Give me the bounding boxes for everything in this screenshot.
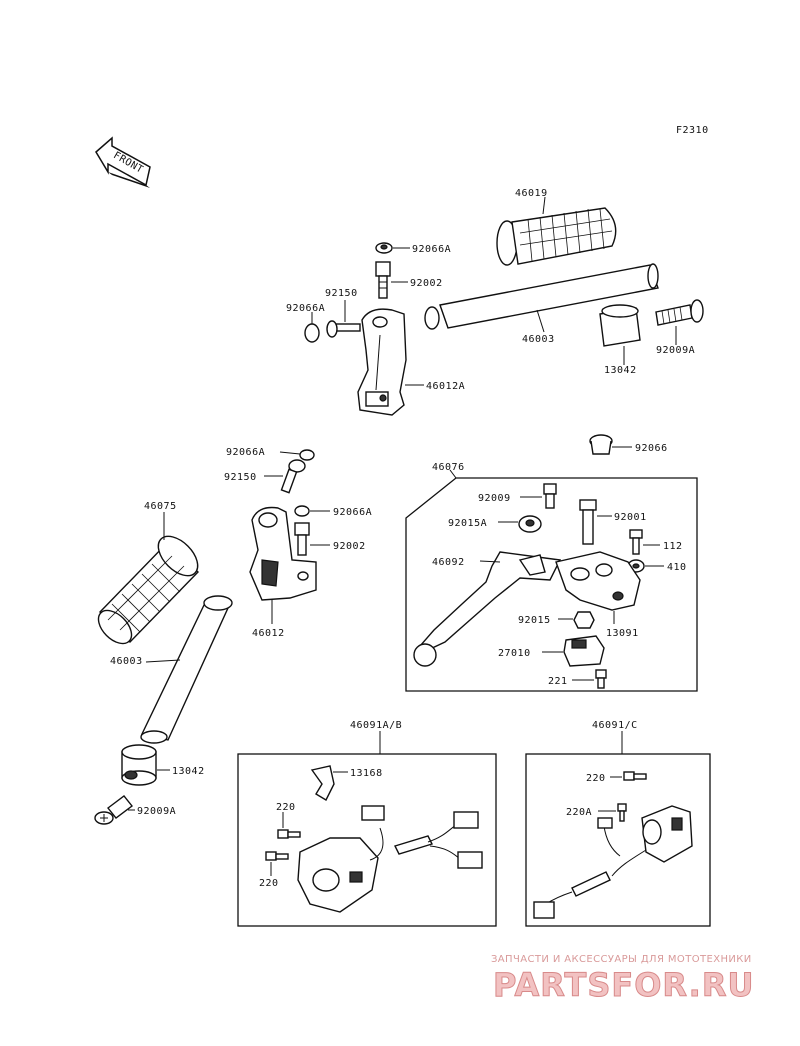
screw-220A-c bbox=[617, 803, 627, 822]
callout-221: 221 bbox=[548, 676, 568, 687]
switch-housing-46091C bbox=[533, 805, 693, 919]
callout-92009: 92009 bbox=[478, 493, 511, 504]
callout-92009A-lower: 92009A bbox=[137, 806, 176, 817]
callout-92001: 92001 bbox=[614, 512, 647, 523]
bolt-92009A-lower bbox=[94, 795, 133, 825]
handlebar-tube-46003-upper bbox=[424, 263, 659, 330]
callout-46003-upper: 46003 bbox=[522, 334, 555, 345]
switch-housing-46091AB bbox=[297, 805, 483, 913]
lever-holder-13091 bbox=[555, 551, 641, 611]
callout-92015: 92015 bbox=[518, 615, 551, 626]
callout-46091AB: 46091A/B bbox=[350, 720, 402, 731]
callout-220-c: 220 bbox=[586, 773, 606, 784]
callout-13091: 13091 bbox=[606, 628, 639, 639]
callout-220A-c: 220A bbox=[566, 807, 592, 818]
watermark-logo: PARTSFOR.RU bbox=[493, 966, 754, 1004]
callout-220-ab-2: 220 bbox=[259, 878, 279, 889]
callout-46019: 46019 bbox=[515, 188, 548, 199]
screw-220-c bbox=[623, 771, 647, 781]
callout-13042-lower: 13042 bbox=[172, 766, 205, 777]
callout-46003-lower: 46003 bbox=[110, 656, 143, 667]
nut-92015 bbox=[573, 611, 595, 629]
cap-92066 bbox=[589, 434, 613, 455]
switch-box-46091C bbox=[525, 753, 711, 927]
callout-92066A-mid: 92066A bbox=[226, 447, 265, 458]
callout-92066: 92066 bbox=[635, 443, 668, 454]
watermark-tagline: ЗАПЧАСТИ И АКСЕССУАРЫ ДЛЯ МОТОТЕХНИКИ bbox=[491, 954, 752, 965]
screw-220-ab-1 bbox=[277, 829, 301, 839]
bolt-92009A-upper bbox=[655, 299, 704, 326]
screw-112 bbox=[629, 529, 643, 555]
throttle-grip-46019 bbox=[496, 207, 617, 266]
callout-46091C: 46091/C bbox=[592, 720, 638, 731]
front-arrow-icon: FRONT bbox=[95, 136, 151, 188]
clamp-13168 bbox=[310, 765, 335, 801]
bar-weight-13042-upper bbox=[599, 304, 641, 347]
handlebar-holder-46012 bbox=[249, 506, 317, 601]
callout-92009A-upper: 92009A bbox=[656, 345, 695, 356]
callout-46075: 46075 bbox=[144, 501, 177, 512]
left-grip-46075 bbox=[97, 535, 199, 645]
callout-92150-top: 92150 bbox=[325, 288, 358, 299]
callout-92066A-top: 92066A bbox=[412, 244, 451, 255]
switch-box-46091AB bbox=[237, 753, 497, 927]
callout-92002-top: 92002 bbox=[410, 278, 443, 289]
callout-92066A-left: 92066A bbox=[286, 303, 325, 314]
bolt-92009 bbox=[543, 483, 557, 509]
callout-46076: 46076 bbox=[432, 462, 465, 473]
screw-221 bbox=[595, 669, 607, 689]
cap-92066A-mid bbox=[299, 449, 315, 461]
callout-13042-upper: 13042 bbox=[604, 365, 637, 376]
clutch-lever-46092 bbox=[413, 551, 562, 667]
callout-92066A-mid2: 92066A bbox=[333, 507, 372, 518]
handlebar-tube-46003-lower bbox=[140, 595, 233, 744]
screw-92150-top bbox=[326, 320, 361, 338]
bolt-92002-top bbox=[375, 261, 391, 299]
cap-92066A-top bbox=[375, 242, 393, 254]
figure-code: F2310 bbox=[676, 125, 709, 136]
pivot-bolt-92001 bbox=[579, 499, 597, 545]
screw-92150-mid bbox=[280, 459, 306, 494]
callout-92150-mid: 92150 bbox=[224, 472, 257, 483]
clutch-lever-box-46076 bbox=[405, 477, 698, 692]
callout-46012A: 46012A bbox=[426, 381, 465, 392]
callout-27010: 27010 bbox=[498, 648, 531, 659]
callout-220-ab-1: 220 bbox=[276, 802, 296, 813]
callout-46092: 46092 bbox=[432, 557, 465, 568]
callout-410: 410 bbox=[667, 562, 687, 573]
callout-92002-mid: 92002 bbox=[333, 541, 366, 552]
screw-220-ab-2 bbox=[265, 851, 289, 861]
callout-13168: 13168 bbox=[350, 768, 383, 779]
cap-92066A-mid2 bbox=[294, 505, 310, 517]
handlebar-holder-46012A bbox=[357, 308, 407, 416]
nut-92015A bbox=[518, 515, 542, 533]
switch-27010 bbox=[563, 635, 605, 667]
callout-46012: 46012 bbox=[252, 628, 285, 639]
callout-112: 112 bbox=[663, 541, 683, 552]
bolt-92002-mid bbox=[294, 522, 310, 556]
callout-92015A: 92015A bbox=[448, 518, 487, 529]
bar-weight-13042-lower bbox=[121, 744, 157, 786]
cap-92066A-left bbox=[304, 323, 320, 343]
